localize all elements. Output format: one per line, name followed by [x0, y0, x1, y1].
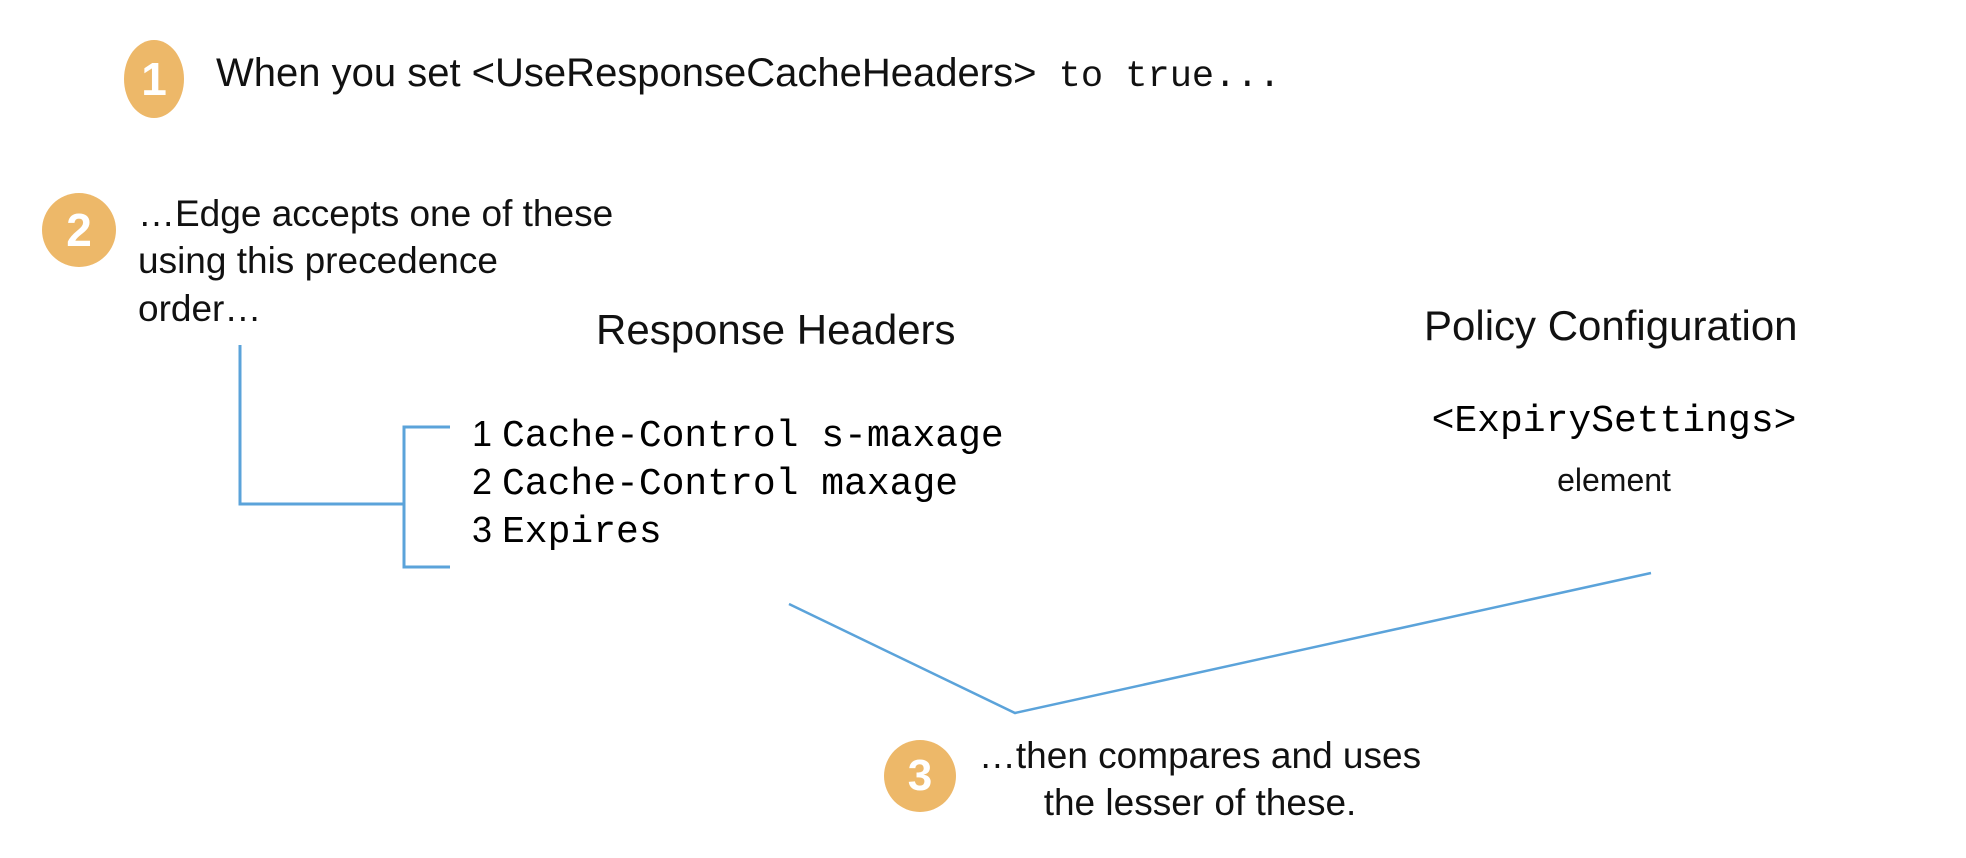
step-badge-1-number: 1	[141, 53, 167, 105]
precedence-list-item: 3 Expires	[472, 508, 1004, 556]
precedence-list-item: 2 Cache-Control maxage	[472, 460, 1004, 508]
precedence-bracket	[402, 425, 450, 569]
step-badge-3: 3	[884, 740, 956, 812]
precedence-label: Cache-Control s-maxage	[502, 415, 1004, 458]
step-3-callout-text: …then compares and uses the lesser of th…	[978, 735, 1422, 824]
precedence-rank: 3	[472, 509, 493, 551]
step-1-callout-text: When you set <UseResponseCacheHeaders> t…	[216, 48, 1281, 100]
step-1-lead-text: When you set <UseResponseCacheHeaders>	[216, 51, 1037, 95]
policy-configuration-heading: Policy Configuration	[1424, 302, 1798, 349]
callout-2-elbow-connector	[238, 345, 404, 506]
step-2-callout-text: …Edge accepts one of these using this pr…	[138, 193, 614, 329]
policy-element-name: <ExpirySettings>	[1431, 400, 1797, 443]
precedence-label: Expires	[502, 511, 662, 555]
step-1-mono-text: to true...	[1036, 56, 1281, 98]
policy-element-word: element	[1557, 462, 1671, 498]
precedence-list-item: 1 Cache-Control s-maxage	[472, 412, 1004, 460]
step-badge-2: 2	[42, 193, 116, 267]
precedence-label: Cache-Control maxage	[502, 463, 959, 507]
response-headers-heading: Response Headers	[596, 306, 956, 353]
step-badge-3-number: 3	[907, 751, 933, 800]
precedence-rank: 2	[472, 461, 493, 503]
precedence-rank: 1	[472, 413, 493, 454]
precedence-list: 1 Cache-Control s-maxage 2 Cache-Control…	[472, 412, 1004, 556]
step-badge-2-number: 2	[66, 204, 92, 256]
step-badge-1: 1	[124, 40, 184, 118]
comparison-v-connector	[788, 571, 1652, 715]
